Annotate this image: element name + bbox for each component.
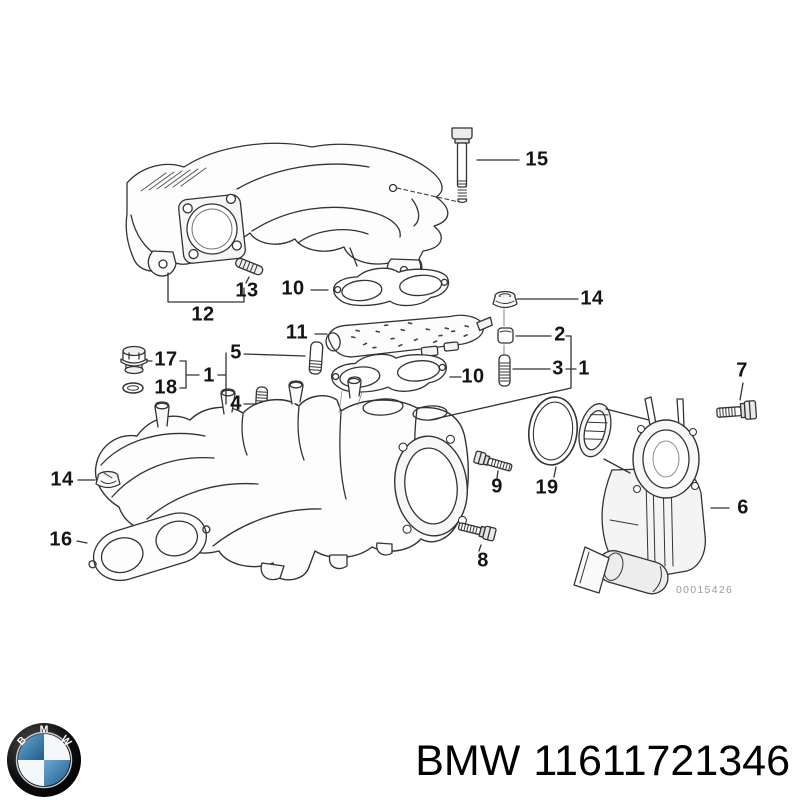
callout-10-upper: 10 (281, 277, 305, 300)
logo-letter-m: M (40, 724, 49, 736)
bolt-15-drawing (451, 127, 473, 204)
callout-10-lower: 10 (461, 365, 485, 388)
callout-15: 15 (525, 148, 549, 171)
gasket-10-upper-drawing (333, 267, 450, 307)
brand-text: BMW (415, 737, 521, 785)
callout-8: 8 (477, 549, 489, 572)
leader-lines (76, 159, 744, 552)
bmw-roundel-logo: B M W (7, 723, 81, 797)
callout-3: 3 (552, 357, 564, 380)
upper-manifold-drawing (125, 142, 449, 281)
callout-7: 7 (736, 359, 748, 382)
bolt-7-drawing (716, 400, 758, 420)
stud-3-drawing (498, 354, 511, 387)
callout-13: 13 (235, 279, 259, 302)
roundel-quadrants (18, 734, 70, 786)
plate-11-drawing (325, 314, 493, 358)
callout-14-left: 14 (50, 468, 74, 491)
throttle-body-drawing (573, 396, 706, 595)
callout-17: 17 (154, 348, 178, 371)
o-ring-19-drawing (528, 396, 578, 466)
callout-2: 2 (554, 323, 566, 346)
callout-18: 18 (154, 376, 178, 399)
gasket-16-drawing (88, 512, 211, 581)
callout-19: 19 (535, 476, 559, 499)
stud-5-drawing (308, 341, 324, 375)
bolt-9-drawing (473, 450, 513, 472)
part-number-text: 11611721346 (533, 737, 790, 785)
callout-1-left: 1 (203, 364, 215, 387)
callout-6: 6 (737, 496, 749, 519)
cap-17-drawing (120, 345, 148, 375)
image-watermark-number: 00015426 (676, 584, 734, 596)
callout-1-right: 1 (578, 357, 590, 380)
callout-11: 11 (285, 321, 309, 344)
part-number-line: BMW 11611721346 (415, 740, 790, 783)
bolt-8-drawing (457, 522, 497, 542)
callout-5: 5 (230, 341, 242, 364)
stud-13-drawing (235, 257, 264, 276)
callout-14-right: 14 (580, 287, 604, 310)
callout-4: 4 (230, 392, 242, 415)
sleeve-2-drawing (497, 308, 514, 355)
cap-nut-14-right-drawing (492, 290, 518, 309)
cap-nut-14-left-drawing (95, 470, 121, 489)
callout-9: 9 (491, 475, 503, 498)
callout-12: 12 (191, 303, 215, 326)
callout-16: 16 (49, 528, 73, 551)
o-ring-18-drawing (122, 382, 144, 394)
